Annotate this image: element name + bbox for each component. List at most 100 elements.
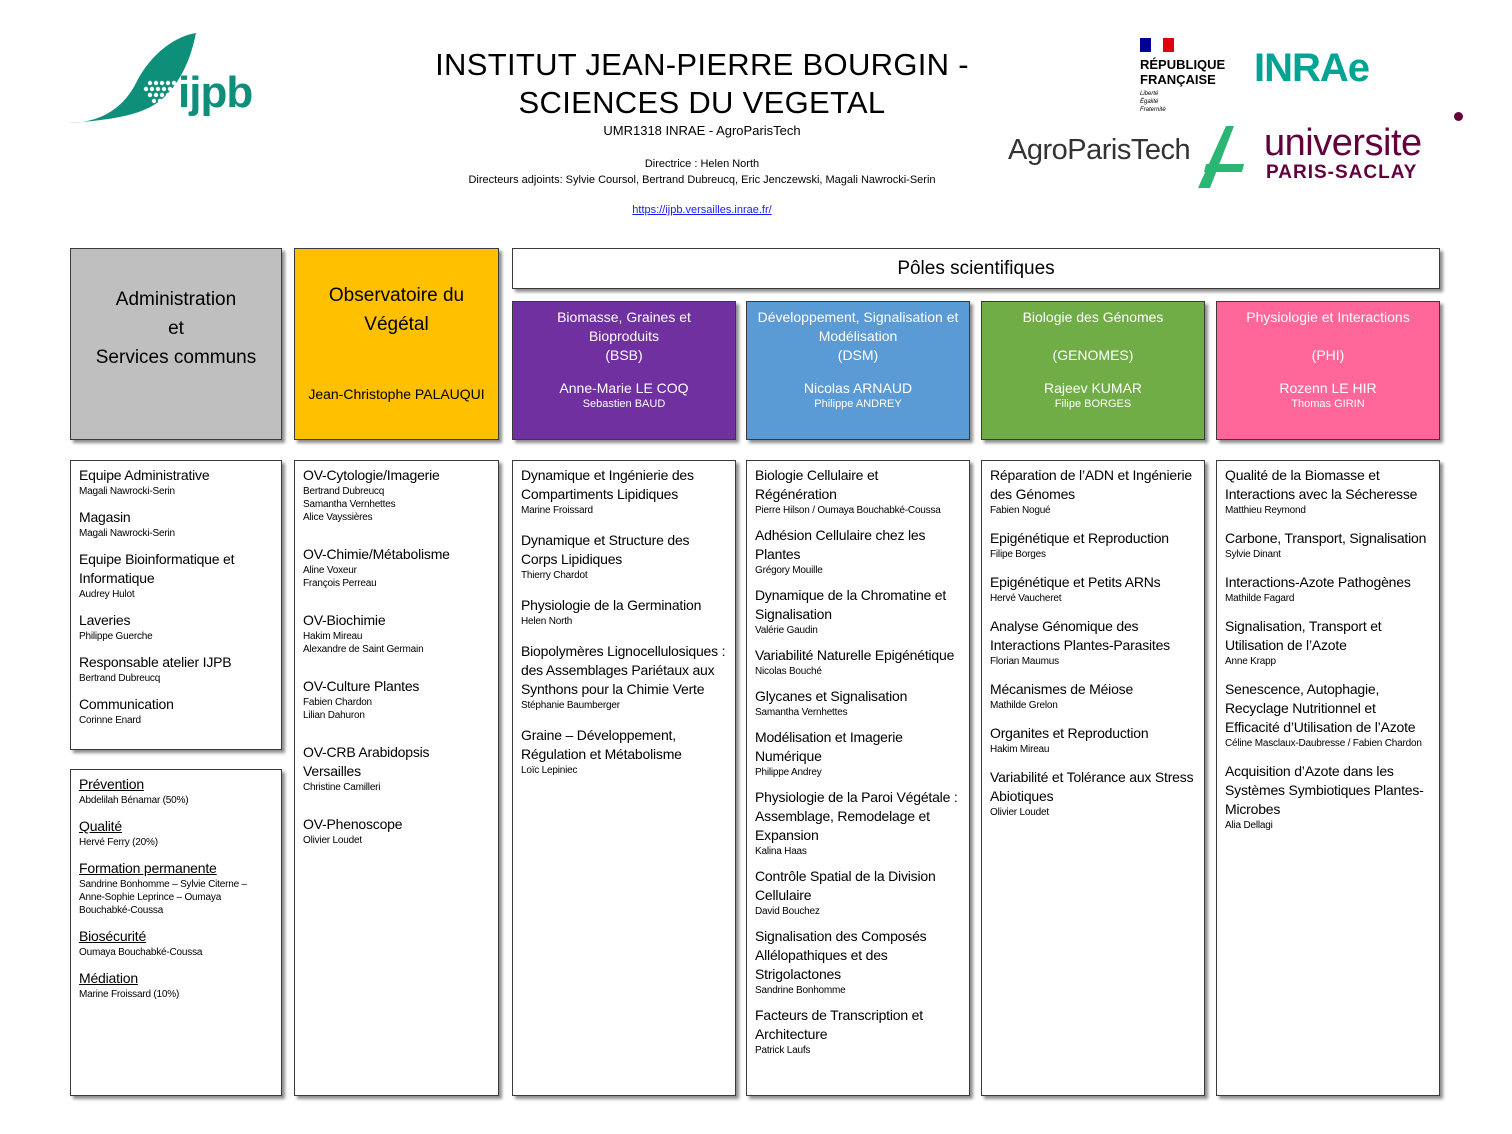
team-title: Graine – Développement, Régulation et Mé… (521, 727, 682, 762)
admin-item-person: Bertrand Dubreucq (79, 673, 161, 684)
admin-title-line2: et (168, 318, 184, 339)
team-leader: Matthieu Reymond (1225, 505, 1306, 516)
admin-item-person: Corinne Enard (79, 715, 141, 726)
observatoire-title-line1: Observatoire du (328, 285, 465, 306)
team-title: Epigénétique et Reproduction (990, 530, 1169, 546)
team-item: Contrôle Spatial de la Division Cellulai… (755, 867, 961, 918)
team-title: Facteurs de Transcription et Architectur… (755, 1007, 923, 1042)
team-item: Senescence, Autophagie, Recyclage Nutrit… (1225, 680, 1431, 750)
website-link[interactable]: https://ijpb.versailles.inrae.fr/ (632, 204, 772, 216)
admin-item-title: Equipe Administrative (79, 467, 210, 483)
pole-deputy: Sebastien BAUD (582, 398, 666, 410)
service-item-title: Formation permanente (79, 860, 217, 876)
service-item-person: Abdelilah Bénamar (50%) (79, 795, 189, 806)
pole-abbr: (DSM) (837, 347, 879, 363)
team-title: Mécanismes de Méiose (990, 681, 1134, 697)
team-leader: Fabien Nogué (990, 505, 1051, 516)
team-title: Physiologie de la Paroi Végétale : Assem… (755, 789, 958, 843)
pole-head: Nicolas ARNAUD (803, 380, 913, 396)
team-title: Biopolymères Lignocellulosiques : des As… (521, 643, 726, 697)
rf-motto2: Égalité (1140, 99, 1159, 105)
team-item: Acquisition d’Azote dans les Systèmes Sy… (1225, 762, 1431, 832)
pole-teams-bsb: Dynamique et Ingénierie des Compartiment… (512, 460, 736, 1096)
observatoire-head: Jean-Christophe PALAUQUI (308, 386, 485, 402)
inrae-logo: INRAe (1254, 46, 1370, 90)
header: INSTITUT JEAN-PIERRE BOURGIN - SCIENCES … (402, 46, 1002, 218)
observatoire-item-people: Christine Camilleri (303, 782, 381, 793)
team-leader: Nicolas Bouché (755, 666, 822, 677)
observatoire-title-line2: Végétal (364, 314, 429, 335)
french-flag-icon (1140, 38, 1174, 52)
team-leader: Anne Krapp (1225, 656, 1276, 667)
pole-abbr: (GENOMES) (1052, 347, 1134, 363)
pole-head: Rajeev KUMAR (1043, 380, 1143, 396)
team-leader: Mathilde Grelon (990, 700, 1058, 711)
team-leader: Filipe Borges (990, 549, 1046, 560)
team-title: Dynamique de la Chromatine et Signalisat… (755, 587, 947, 622)
team-leader: David Bouchez (755, 906, 820, 917)
team-item: Dynamique et Structure des Corps Lipidiq… (521, 531, 727, 582)
page-title-line1: INSTITUT JEAN-PIERRE BOURGIN - (435, 47, 969, 82)
adjoints-label: Directeurs adjoints: Sylvie Coursol, Ber… (468, 174, 936, 186)
poles-title: Pôles scientifiques (897, 258, 1055, 279)
team-leader: Céline Masclaux-Daubresse / Fabien Chard… (1225, 738, 1422, 749)
team-title: Modélisation et Imagerie Numérique (755, 729, 903, 764)
team-item: Réparation de l’ADN et Ingénierie des Gé… (990, 466, 1196, 517)
observatoire-header-box: Observatoire du Végétal Jean-Christophe … (294, 248, 499, 440)
observatoire-item-people: Fabien Chardon Lilian Dahuron (303, 697, 372, 721)
pole-deputy: Thomas GIRIN (1291, 398, 1365, 410)
team-leader: Kalina Haas (755, 846, 807, 857)
pole-name: Développement, Signalisation et Modélisa… (757, 309, 959, 344)
page-title-line2: SCIENCES DU VEGETAL (518, 85, 886, 120)
pole-head: Rozenn LE HIR (1279, 380, 1377, 396)
service-item-title: Qualité (79, 818, 122, 834)
poles-title-box: Pôles scientifiques (512, 248, 1440, 289)
ijpb-logo: ijpb (66, 28, 271, 130)
team-title: Analyse Génomique des Interactions Plant… (990, 618, 1170, 653)
agroparistech-text: AgroParisTech (1008, 134, 1191, 166)
team-leader: Philippe Andrey (755, 767, 822, 778)
ups-line2: PARIS-SACLAY (1266, 162, 1418, 183)
team-title: Contrôle Spatial de la Division Cellulai… (755, 868, 936, 903)
team-title: Carbone, Transport, Signalisation (1225, 530, 1427, 546)
service-item-person: Oumaya Bouchabké-Coussa (79, 947, 203, 958)
pole-header-phi: Physiologie et Interactions(PHI)Rozenn L… (1216, 301, 1440, 440)
team-item: Dynamique de la Chromatine et Signalisat… (755, 586, 961, 637)
team-title: Physiologie de la Germination (521, 597, 702, 613)
pole-name: Biomasse, Graines et Bioproduits (557, 309, 691, 344)
pole-teams-phi: Qualité de la Biomasse et Interactions a… (1216, 460, 1440, 1096)
team-leader: Hakim Mireau (990, 744, 1050, 755)
observatoire-item-people: Olivier Loudet (303, 835, 362, 846)
observatoire-item-title: OV-Phenoscope (303, 816, 403, 832)
admin-item-title: Laveries (79, 612, 131, 628)
pole-teams-genomes: Réparation de l’ADN et Ingénierie des Gé… (981, 460, 1205, 1096)
universite-paris-saclay-logo: universite PARIS-SACLAY (1264, 110, 1464, 190)
admin-header-box: Administration et Services communs (70, 248, 282, 440)
pole-name: Biologie des Génomes (1022, 309, 1164, 325)
observatoire-item-title: OV-Chimie/Métabolisme (303, 546, 450, 562)
team-title: Adhésion Cellulaire chez les Plantes (755, 527, 926, 562)
pole-name: Physiologie et Interactions (1246, 309, 1410, 325)
admin-title-line1: Administration (115, 289, 237, 310)
team-title: Variabilité Naturelle Epigénétique (755, 647, 955, 663)
admin-title-line3: Services communs (95, 347, 257, 368)
team-title: Signalisation, Transport et Utilisation … (1225, 618, 1382, 653)
team-leader: Thierry Chardot (521, 570, 588, 581)
team-leader: Alia Dellagi (1225, 820, 1273, 831)
agroparistech-logo: AgroParisTech (1008, 120, 1248, 192)
